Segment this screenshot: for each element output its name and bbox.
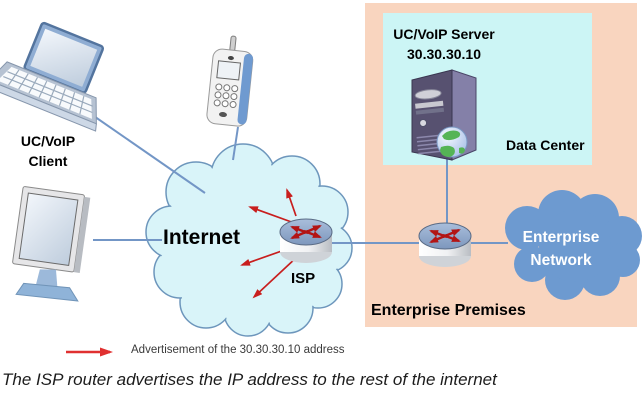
advertisement-arrow-down-left — [252, 255, 299, 299]
enterprise-network-label: Enterprise Network — [500, 226, 622, 272]
isp-router-icon — [280, 219, 332, 263]
internet-cloud-label: Internet — [163, 226, 241, 249]
legend-text: Advertisement of the 30.30.30.10 address — [131, 344, 345, 356]
enterprise-network-cloud — [505, 190, 642, 300]
isp-router-label: ISP — [291, 270, 316, 287]
advertisement-arrow-upper-left — [248, 206, 298, 225]
enterprise-network-line2: Network — [530, 252, 592, 269]
server-name: UC/VoIP Server — [393, 26, 495, 42]
server-ip-address: 30.30.30.10 — [407, 46, 481, 62]
connection-lines — [87, 111, 508, 244]
mobile-phone-icon — [206, 35, 254, 127]
client-label-line1: UC/VoIP — [20, 133, 76, 149]
enterprise-router-icon — [419, 223, 471, 267]
enterprise-premises-label: Enterprise Premises — [371, 302, 526, 319]
desktop-monitor-icon — [12, 186, 91, 302]
enterprise-network-line1: Enterprise — [522, 229, 600, 246]
globe-icon — [436, 126, 468, 158]
laptop-link-line — [87, 111, 206, 194]
uc-voip-client-label: UC/VoIP Client — [2, 131, 94, 171]
advertisement-arrow-up — [286, 188, 297, 217]
client-label-line2: Client — [28, 153, 68, 169]
phone-link-line — [232, 126, 239, 161]
uc-voip-server-label: UC/VoIP Server 30.30.30.10 — [384, 24, 504, 64]
server-tower-icon — [411, 69, 477, 161]
data-center-label: Data Center — [506, 137, 585, 153]
laptop-icon — [0, 21, 105, 132]
caption-text: The ISP router advertises the IP address… — [2, 370, 497, 389]
